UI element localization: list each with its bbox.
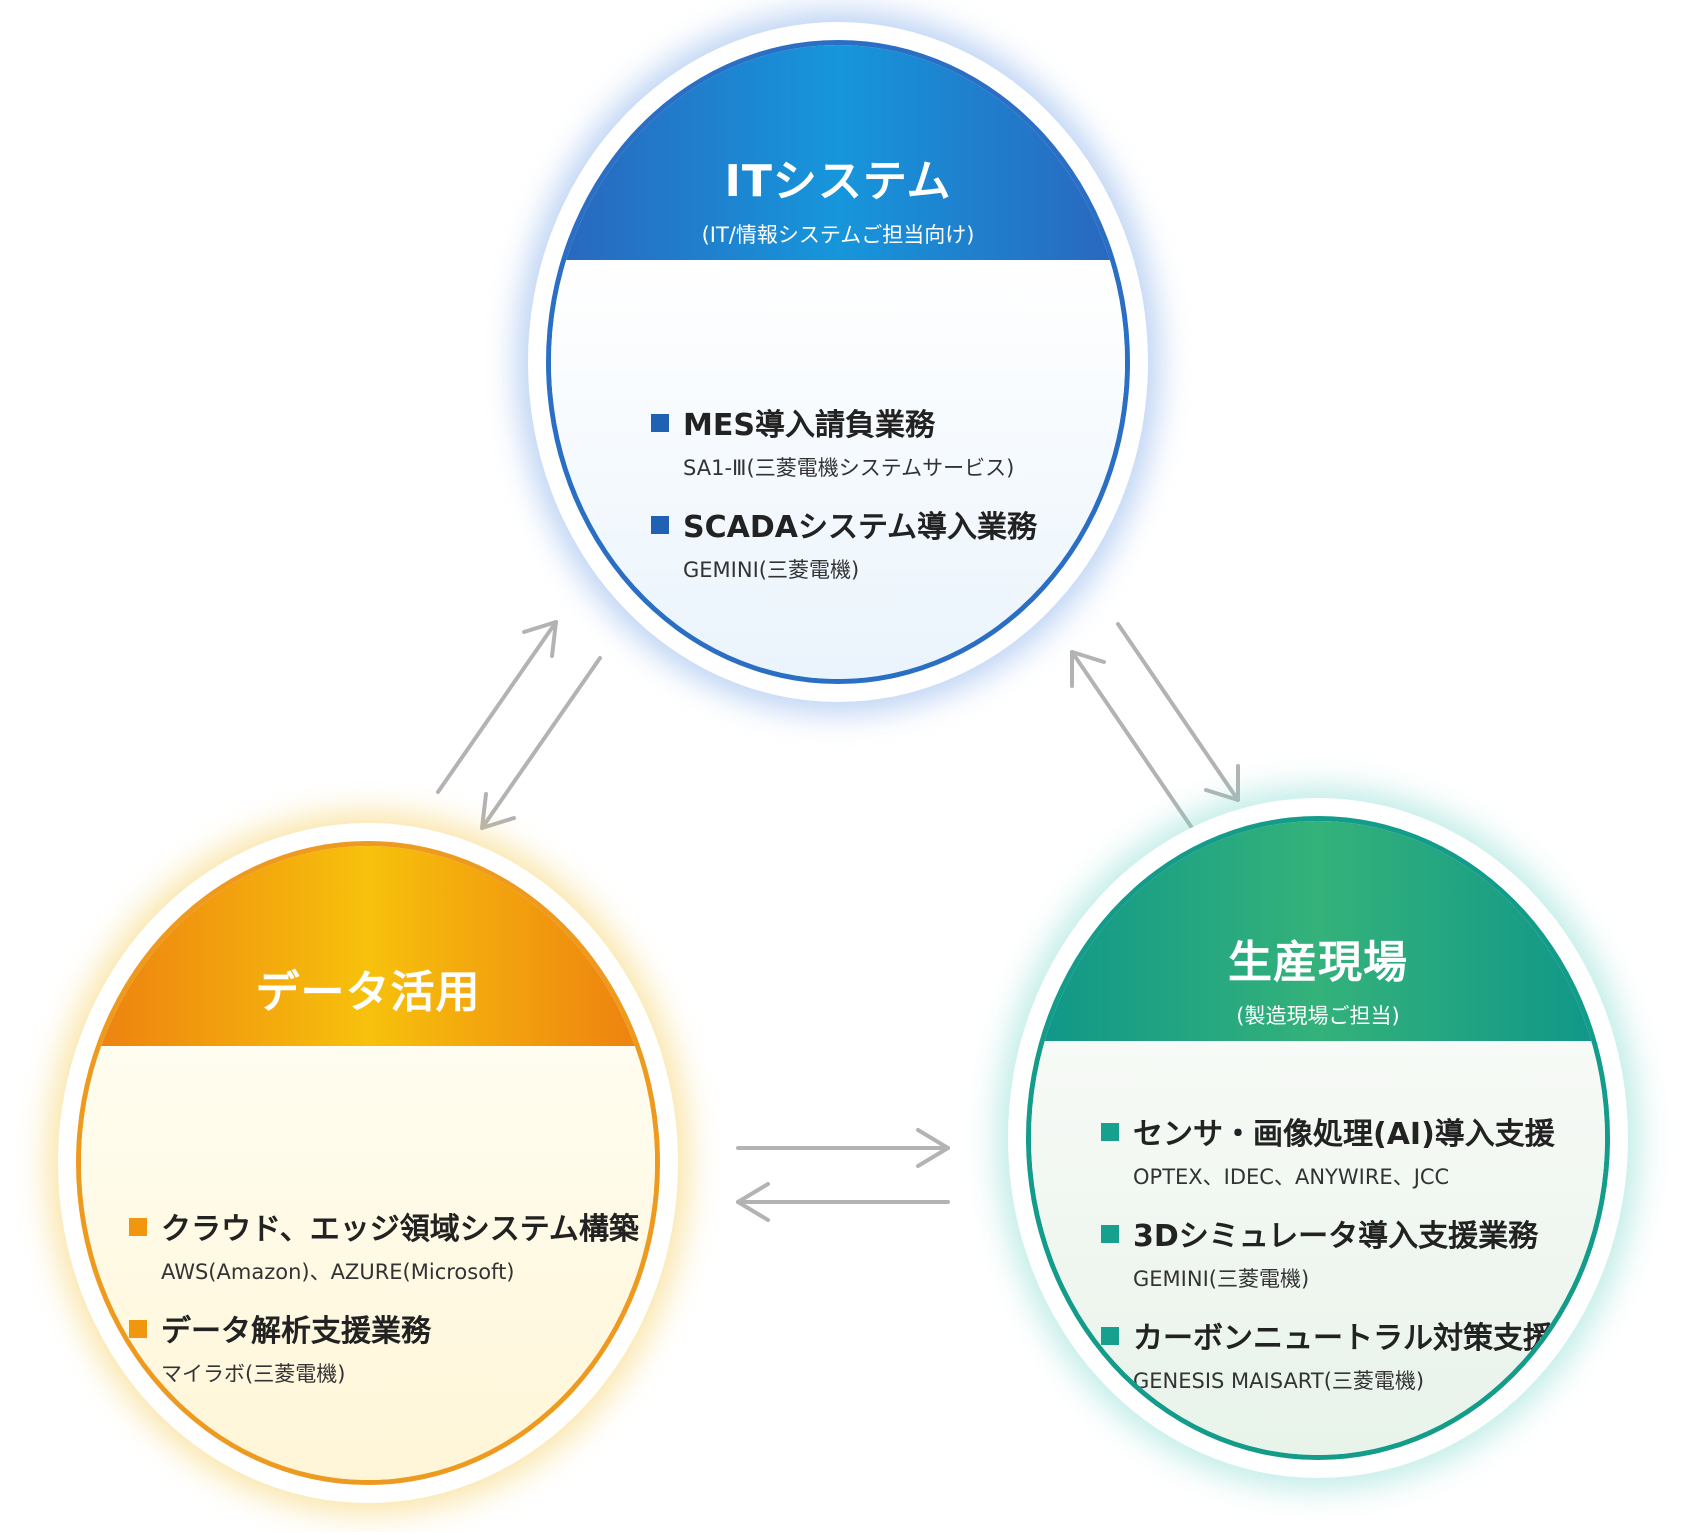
bullet-square-icon	[129, 1320, 147, 1338]
item-label: 3Dシミュレータ導入支援業務	[1133, 1219, 1539, 1254]
bullet-square-icon	[651, 516, 669, 534]
item-label: SCADAシステム導入業務	[683, 510, 1038, 545]
item-label: センサ・画像処理(AI)導入支援	[1133, 1117, 1555, 1152]
data-use-list: クラウド、エッジ領域システム構築 AWS(Amazon)、AZURE(Micro…	[129, 1204, 639, 1408]
it-system-header: ITシステム (IT/情報システムご担当向け)	[551, 45, 1125, 260]
it-system-circle: ITシステム (IT/情報システムご担当向け) MES導入請負業務 SA1-Ⅲ(…	[528, 22, 1148, 702]
arrow-production-to-data	[736, 1182, 950, 1222]
list-item: SCADAシステム導入業務 GEMINI(三菱電機)	[651, 502, 1037, 584]
data-use-ring: データ活用 クラウド、エッジ領域システム構築 AWS(Amazon)、AZURE…	[76, 841, 660, 1485]
item-detail: AWS(Amazon)、AZURE(Microsoft)	[161, 1260, 515, 1284]
it-system-subtitle: (IT/情報システムご担当向け)	[701, 223, 975, 247]
bullet-square-icon	[129, 1218, 147, 1236]
production-header: 生産現場 (製造現場ご担当)	[1031, 821, 1605, 1041]
item-label: カーボンニュートラル対策支援	[1133, 1321, 1553, 1356]
item-label: データ解析支援業務	[161, 1314, 431, 1349]
list-item: データ解析支援業務 マイラボ(三菱電機)	[129, 1306, 639, 1388]
arrow-it-to-production	[1116, 622, 1240, 802]
arrow-data-to-production	[736, 1128, 950, 1168]
data-use-header: データ活用	[81, 846, 655, 1046]
production-circle: 生産現場 (製造現場ご担当) センサ・画像処理(AI)導入支援 OPTEX、ID…	[1008, 798, 1628, 1478]
data-use-body: クラウド、エッジ領域システム構築 AWS(Amazon)、AZURE(Micro…	[81, 1046, 655, 1480]
it-system-ring: ITシステム (IT/情報システムご担当向け) MES導入請負業務 SA1-Ⅲ(…	[546, 40, 1130, 684]
bullet-square-icon	[1101, 1327, 1119, 1345]
it-system-list: MES導入請負業務 SA1-Ⅲ(三菱電機システムサービス) SCADAシステム導…	[651, 400, 1037, 604]
production-ring: 生産現場 (製造現場ご担当) センサ・画像処理(AI)導入支援 OPTEX、ID…	[1026, 816, 1610, 1460]
item-detail: SA1-Ⅲ(三菱電機システムサービス)	[683, 456, 1015, 480]
item-detail: GEMINI(三菱電機)	[683, 558, 860, 582]
production-subtitle: (製造現場ご担当)	[1236, 1004, 1400, 1028]
it-system-body: MES導入請負業務 SA1-Ⅲ(三菱電機システムサービス) SCADAシステム導…	[551, 260, 1125, 679]
bullet-square-icon	[1101, 1123, 1119, 1141]
production-list: センサ・画像処理(AI)導入支援 OPTEX、IDEC、ANYWIRE、JCC …	[1101, 1109, 1555, 1415]
bullet-square-icon	[1101, 1225, 1119, 1243]
item-label: MES導入請負業務	[683, 408, 935, 443]
bullet-square-icon	[651, 414, 669, 432]
list-item: カーボンニュートラル対策支援 GENESIS MAISART(三菱電機)	[1101, 1313, 1555, 1395]
arrow-it-to-data	[480, 656, 602, 830]
arrow-data-to-it	[436, 620, 558, 794]
it-system-title: ITシステム	[724, 156, 952, 207]
list-item: MES導入請負業務 SA1-Ⅲ(三菱電機システムサービス)	[651, 400, 1037, 482]
item-detail: GENESIS MAISART(三菱電機)	[1133, 1369, 1425, 1393]
data-use-title: データ活用	[255, 967, 481, 1018]
list-item: センサ・画像処理(AI)導入支援 OPTEX、IDEC、ANYWIRE、JCC	[1101, 1109, 1555, 1191]
item-label: クラウド、エッジ領域システム構築	[161, 1212, 639, 1247]
item-detail: OPTEX、IDEC、ANYWIRE、JCC	[1133, 1165, 1450, 1189]
data-use-circle: データ活用 クラウド、エッジ領域システム構築 AWS(Amazon)、AZURE…	[58, 823, 678, 1503]
item-detail: マイラボ(三菱電機)	[161, 1362, 346, 1386]
list-item: クラウド、エッジ領域システム構築 AWS(Amazon)、AZURE(Micro…	[129, 1204, 639, 1286]
list-item: 3Dシミュレータ導入支援業務 GEMINI(三菱電機)	[1101, 1211, 1555, 1293]
production-title: 生産現場	[1228, 937, 1408, 988]
item-detail: GEMINI(三菱電機)	[1133, 1267, 1310, 1291]
production-body: センサ・画像処理(AI)導入支援 OPTEX、IDEC、ANYWIRE、JCC …	[1031, 1041, 1605, 1455]
